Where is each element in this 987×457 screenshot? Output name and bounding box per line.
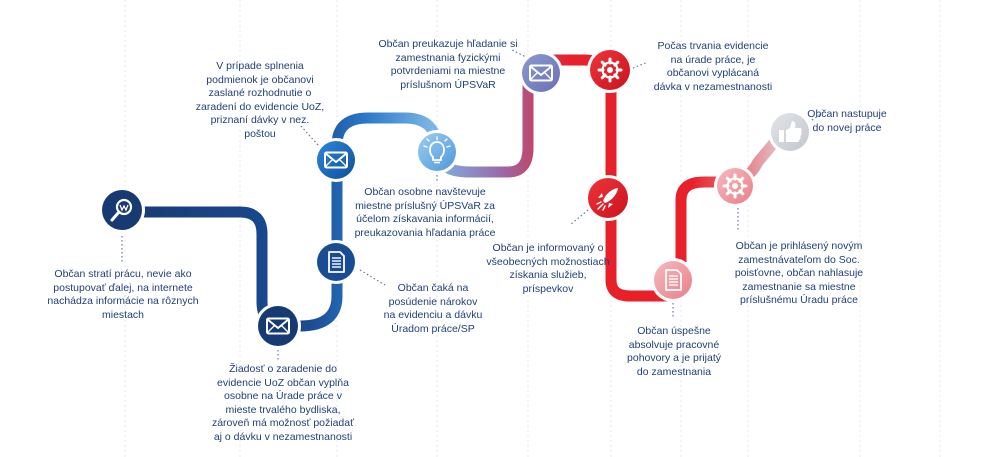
- envelope-icon: [324, 151, 348, 169]
- step-marker: [255, 303, 301, 349]
- step-label: Občan úspešne absolvuje pracovné pohovor…: [627, 325, 721, 378]
- step-marker: [415, 130, 459, 174]
- step-label: Občan čaká na posúdenie nárokov na evide…: [383, 282, 483, 335]
- step-marker: [587, 47, 633, 93]
- lightbulb-icon: [423, 136, 451, 164]
- step-marker: [519, 51, 563, 95]
- step-label: Občan je prihlásený novým zamestnávateľo…: [734, 240, 864, 306]
- document-icon: [328, 251, 345, 273]
- step-label: Občan nastupuje do novej práce: [807, 108, 887, 134]
- step-label: V prípade splnenia podmienok je občanovi…: [195, 60, 325, 140]
- leader-line: [511, 49, 529, 59]
- step-marker-circle: [522, 54, 560, 92]
- gear-icon: [722, 173, 748, 199]
- step-marker: [585, 175, 631, 221]
- document-icon: [665, 269, 682, 291]
- step-marker-circle: [418, 133, 456, 171]
- step-label: Občan je informovaný o všeobecných možno…: [486, 242, 610, 295]
- leader-line: [811, 111, 825, 121]
- leader-line: [299, 124, 319, 146]
- step-marker: [714, 165, 756, 207]
- envelope-icon: [529, 64, 553, 82]
- step-marker: [768, 110, 812, 154]
- search-icon: [110, 198, 133, 222]
- background-grid: [124, 0, 941, 457]
- step-label: Počas trvania evidencie na úrade práce, …: [653, 40, 773, 93]
- step-marker-circle: [258, 306, 298, 346]
- step-label: Žiadosť o zaradenie do evidencie UoZ obč…: [211, 363, 355, 443]
- step-marker: [314, 138, 358, 182]
- step-label: Občan preukazuje hľadanie si zamestnania…: [378, 38, 518, 91]
- leader-line: [632, 61, 649, 69]
- envelope-icon: [266, 317, 290, 335]
- gear-icon: [597, 57, 623, 83]
- step-label: Občan osobne navštevuje miestne príslušn…: [354, 186, 496, 239]
- step-label: Občan stratí prácu, nevie ako postupovať…: [47, 268, 199, 321]
- step-marker-circle: [317, 141, 355, 179]
- leader-line: [359, 269, 386, 286]
- step-markers: [99, 47, 825, 360]
- step-marker: [99, 187, 145, 233]
- leader-line: [569, 209, 589, 226]
- step-marker: [314, 240, 358, 284]
- step-marker-circle: [317, 243, 355, 281]
- step-marker-circle: [654, 261, 692, 299]
- rocket-icon: [596, 188, 618, 211]
- step-marker: [651, 258, 695, 302]
- thumbs-up-icon: [779, 121, 802, 142]
